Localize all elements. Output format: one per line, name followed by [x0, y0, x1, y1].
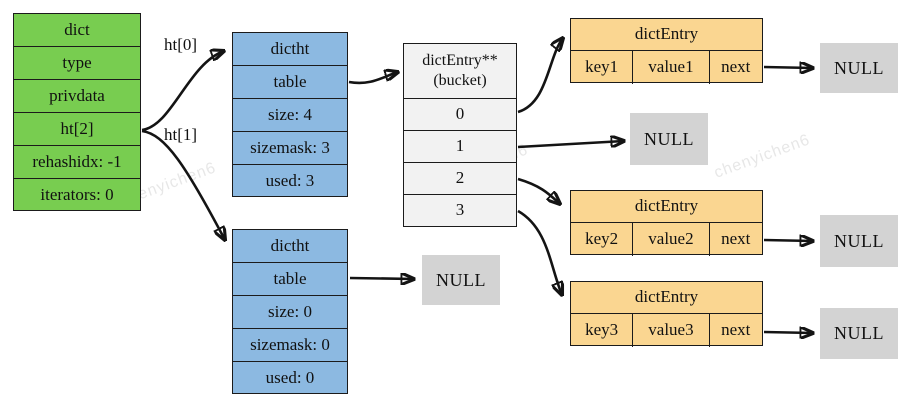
dict-entry-2-value: value2 [633, 223, 710, 256]
bucket-slot-0: 0 [404, 99, 516, 131]
dict-entry-3-title: dictEntry [571, 282, 762, 314]
dict-entry-2-next: next [721, 229, 751, 248]
dict-row-rehashidx: rehashidx: -1 [14, 146, 140, 179]
dict-entry-2: dictEntry key2 value2 next [570, 190, 763, 256]
null-entry1-next: NULL [820, 43, 898, 93]
edge-table1-null [349, 278, 414, 279]
dict-entry-1-title: dictEntry [571, 19, 762, 51]
dict-row-iterators: iterators: 0 [40, 185, 114, 204]
dict-entry-2-key: key2 [571, 223, 634, 256]
bucket-slot-3: 3 [455, 200, 465, 219]
dict-entry-1: dictEntry key1 value1 next [570, 18, 763, 84]
dict-entry-2-title: dictEntry [571, 191, 762, 223]
dictht1-row-table: table [233, 263, 347, 296]
dict-entry-1-key: key1 [571, 51, 634, 84]
edge-ht1 [141, 129, 225, 240]
null-table1: NULL [422, 255, 500, 305]
bucket-header: dictEntry** (bucket) [404, 44, 516, 99]
edge-slot0-entry1 [517, 38, 563, 114]
dict-row-type: type [14, 47, 140, 80]
dictht0-row-sizemask: sizemask: 3 [233, 132, 347, 165]
dictht1-row-sizemask: sizemask: 0 [233, 329, 347, 362]
null-entry2-next: NULL [820, 215, 898, 267]
bucket-slot-1: 1 [404, 131, 516, 163]
dict-struct: dict type privdata ht[2] rehashidx: -1 i… [13, 13, 141, 211]
dict-row-privdata: privdata [14, 80, 140, 113]
dict-entry-1-next: next [721, 57, 751, 76]
edge-slot2-entry2 [517, 177, 560, 204]
dict-entry-3-key: key3 [571, 314, 634, 347]
edge-ht0 [141, 51, 224, 132]
dict-entry-3: dictEntry key3 value3 next [570, 281, 763, 347]
dict-row-name: dict [14, 14, 140, 47]
edge-slot3-entry3 [517, 209, 562, 295]
dict-entry-3-value: value3 [633, 314, 710, 347]
dict-entry-3-next: next [721, 320, 751, 339]
bucket-header-line2: (bucket) [433, 72, 487, 89]
watermark-text: chenyichen6 [711, 131, 813, 182]
edge-entry2-null [763, 240, 813, 241]
dict-row-ht: ht[2] [14, 113, 140, 146]
dictht1-row-name: dictht [233, 230, 347, 263]
null-entry3-next: NULL [820, 308, 898, 359]
edge-label-ht1: ht[1] [164, 125, 198, 144]
dictht0-struct: dictht table size: 4 sizemask: 3 used: 3 [232, 32, 348, 197]
null-slot1: NULL [630, 113, 708, 165]
bucket-header-line1: dictEntry** [422, 52, 498, 69]
dict-entry-1-value: value1 [633, 51, 710, 84]
edge-entry1-null [763, 67, 813, 68]
dictht0-row-used: used: 3 [265, 171, 315, 190]
edge-slot1-null [517, 141, 624, 149]
dictht1-row-used: used: 0 [265, 368, 315, 387]
edge-label-ht0: ht[0] [164, 35, 198, 54]
dictht0-row-name: dictht [233, 33, 347, 66]
edge-table0-bucket [348, 72, 398, 85]
dictht0-row-table: table [233, 66, 347, 99]
bucket-slot-2: 2 [404, 163, 516, 195]
bucket-array: dictEntry** (bucket) 0 1 2 3 [403, 43, 517, 227]
dictht0-row-size: size: 4 [233, 99, 347, 132]
edge-entry3-null [763, 332, 813, 333]
dictht1-struct: dictht table size: 0 sizemask: 0 used: 0 [232, 229, 348, 394]
dictht1-row-size: size: 0 [233, 296, 347, 329]
